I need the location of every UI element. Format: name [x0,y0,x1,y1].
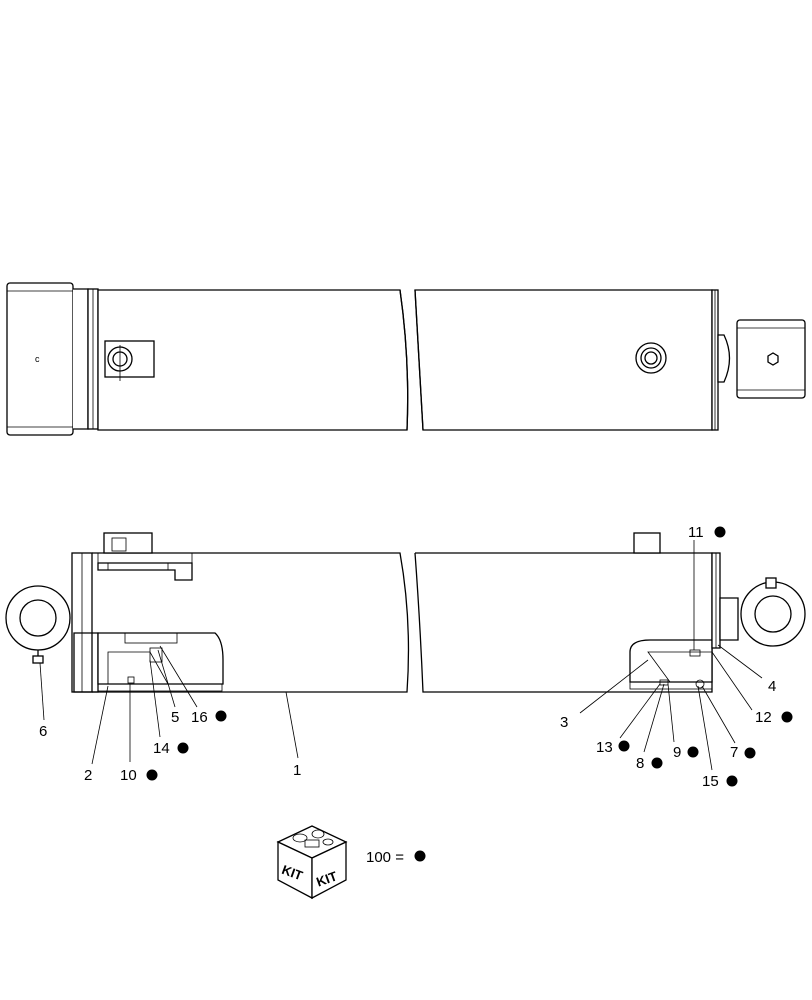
kit-label-right: KIT [314,868,339,889]
hex-plug [767,352,779,366]
eye-right [740,581,806,647]
port-block-section [103,532,153,554]
kit-dot-15 [726,775,738,787]
callout-7: 7 [730,744,738,761]
callout-10: 10 [120,767,137,784]
callout-9: 9 [673,744,681,761]
callout-1: 1 [293,762,301,779]
callout-5: 5 [171,709,179,726]
barrel-right [414,289,713,431]
callout-6: 6 [39,723,47,740]
kit-dot-13 [618,740,630,752]
grease-fitting-right [765,577,777,589]
callout-8: 8 [636,755,644,772]
kit-dot-14 [177,742,189,754]
callout-12: 12 [755,709,772,726]
kit-dot-10 [146,769,158,781]
callout-4: 4 [768,678,776,695]
kit-dot-16 [215,710,227,722]
port-right [635,342,667,374]
gland-nut [6,282,74,436]
callout-11: 11 [688,524,704,541]
kit-label-left: KIT [280,862,305,883]
callout-16: 16 [191,709,208,726]
callout-14: 14 [153,740,170,757]
kit-dot-7 [744,747,756,759]
port-right-section [633,532,661,554]
leader-lines [39,540,763,771]
kit-dot-8 [651,757,663,769]
grease-fitting-left [32,655,44,664]
cylinder-top-view: c [6,282,806,436]
port-block-left [104,340,155,378]
callout-15: 15 [702,773,719,790]
port-mark: c [35,354,40,364]
kit-dot-11 [714,526,726,538]
kit-legend: 100 = [366,849,404,866]
kit-dot-9 [687,746,699,758]
eye-left [5,585,71,651]
cylinder-section-view [5,532,806,693]
kit-legend-dot [414,850,426,862]
callouts: 1 2 3 4 5 6 7 8 9 10 11 12 13 14 15 16 [39,524,793,790]
callout-13: 13 [596,739,613,756]
clevis-block [736,319,806,399]
kit-box-icon: KIT KIT [276,825,348,900]
callout-2: 2 [84,767,92,784]
callout-3: 3 [560,714,568,731]
kit-dot-12 [781,711,793,723]
